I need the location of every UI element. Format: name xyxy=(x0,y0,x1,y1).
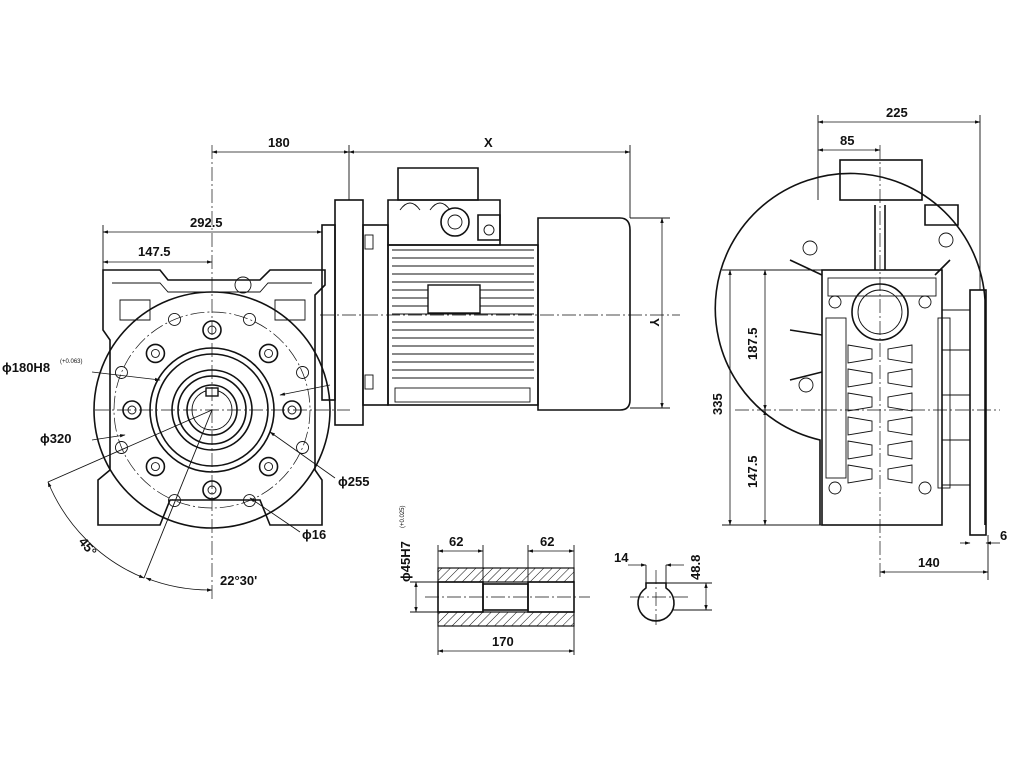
dim-48-8: 48.8 xyxy=(688,555,703,580)
dim-147-5-left: 147.5 xyxy=(138,244,171,259)
rib xyxy=(847,440,873,460)
dim-225: 225 xyxy=(886,105,908,120)
rib xyxy=(887,464,913,484)
gearbox-side-view xyxy=(714,145,1000,580)
dim-phi180h8-tol: (+0.063) xyxy=(60,359,83,365)
gearbox-front-view xyxy=(93,145,350,600)
mount-hole xyxy=(243,313,256,326)
dim-180: 180 xyxy=(268,135,290,150)
dim-22-30: 22°30' xyxy=(220,573,257,588)
name-plate xyxy=(427,284,481,314)
rib xyxy=(887,440,913,460)
motor-side-view xyxy=(320,167,680,426)
dim-y: Y xyxy=(647,318,662,327)
bolt-holes-small xyxy=(115,313,309,507)
dimension-lines xyxy=(47,115,1000,655)
dim-phi180h8: ϕ180H8 xyxy=(2,360,50,375)
rib xyxy=(887,416,913,436)
rib xyxy=(847,368,873,388)
fan-cover xyxy=(537,217,631,411)
rib xyxy=(847,416,873,436)
dim-45-deg: 45° xyxy=(76,534,100,559)
dim-phi45h7-tol: (+0.025) xyxy=(400,505,406,528)
rib xyxy=(847,464,873,484)
bolt-hole xyxy=(145,456,166,477)
dim-140: 140 xyxy=(918,555,940,570)
dim-170: 170 xyxy=(492,634,514,649)
dim-14: 14 xyxy=(614,550,629,565)
mount-hole xyxy=(296,366,309,379)
mount-hole xyxy=(168,494,181,507)
dim-phi320: ϕ320 xyxy=(40,431,71,446)
mount-hole xyxy=(296,441,309,454)
dim-147-5-right: 147.5 xyxy=(745,455,760,488)
dim-85: 85 xyxy=(840,133,854,148)
bolt-hole xyxy=(145,343,166,364)
dim-phi45h7: ϕ45H7 xyxy=(398,541,413,582)
dim-62-right: 62 xyxy=(540,534,554,549)
dim-62-left: 62 xyxy=(449,534,463,549)
dim-6: 6 xyxy=(1000,528,1007,543)
rib xyxy=(847,344,873,364)
housing-ribs xyxy=(847,344,913,484)
mount-hole xyxy=(168,313,181,326)
mount-hole xyxy=(243,494,256,507)
bolt-hole xyxy=(258,343,279,364)
bolt-hole-inner xyxy=(150,348,160,358)
cooling-fins xyxy=(392,249,534,379)
bolt-hole-inner xyxy=(264,348,274,358)
rib xyxy=(847,392,873,412)
dim-187-5: 187.5 xyxy=(745,327,760,360)
dim-335: 335 xyxy=(710,393,725,415)
mount-hole xyxy=(115,366,128,379)
bolt-hole-inner xyxy=(264,462,274,472)
keyway-section xyxy=(630,570,690,625)
dim-phi255: ϕ255 xyxy=(338,474,369,489)
bolt-hole xyxy=(258,456,279,477)
hollow-shaft-section xyxy=(425,567,590,627)
dim-phi16: ϕ16 xyxy=(302,527,326,542)
dim-x: X xyxy=(484,135,493,150)
rib xyxy=(887,344,913,364)
rib xyxy=(887,368,913,388)
bolt-hole-inner xyxy=(150,462,160,472)
dim-292-5: 292.5 xyxy=(190,215,223,230)
rib xyxy=(887,392,913,412)
